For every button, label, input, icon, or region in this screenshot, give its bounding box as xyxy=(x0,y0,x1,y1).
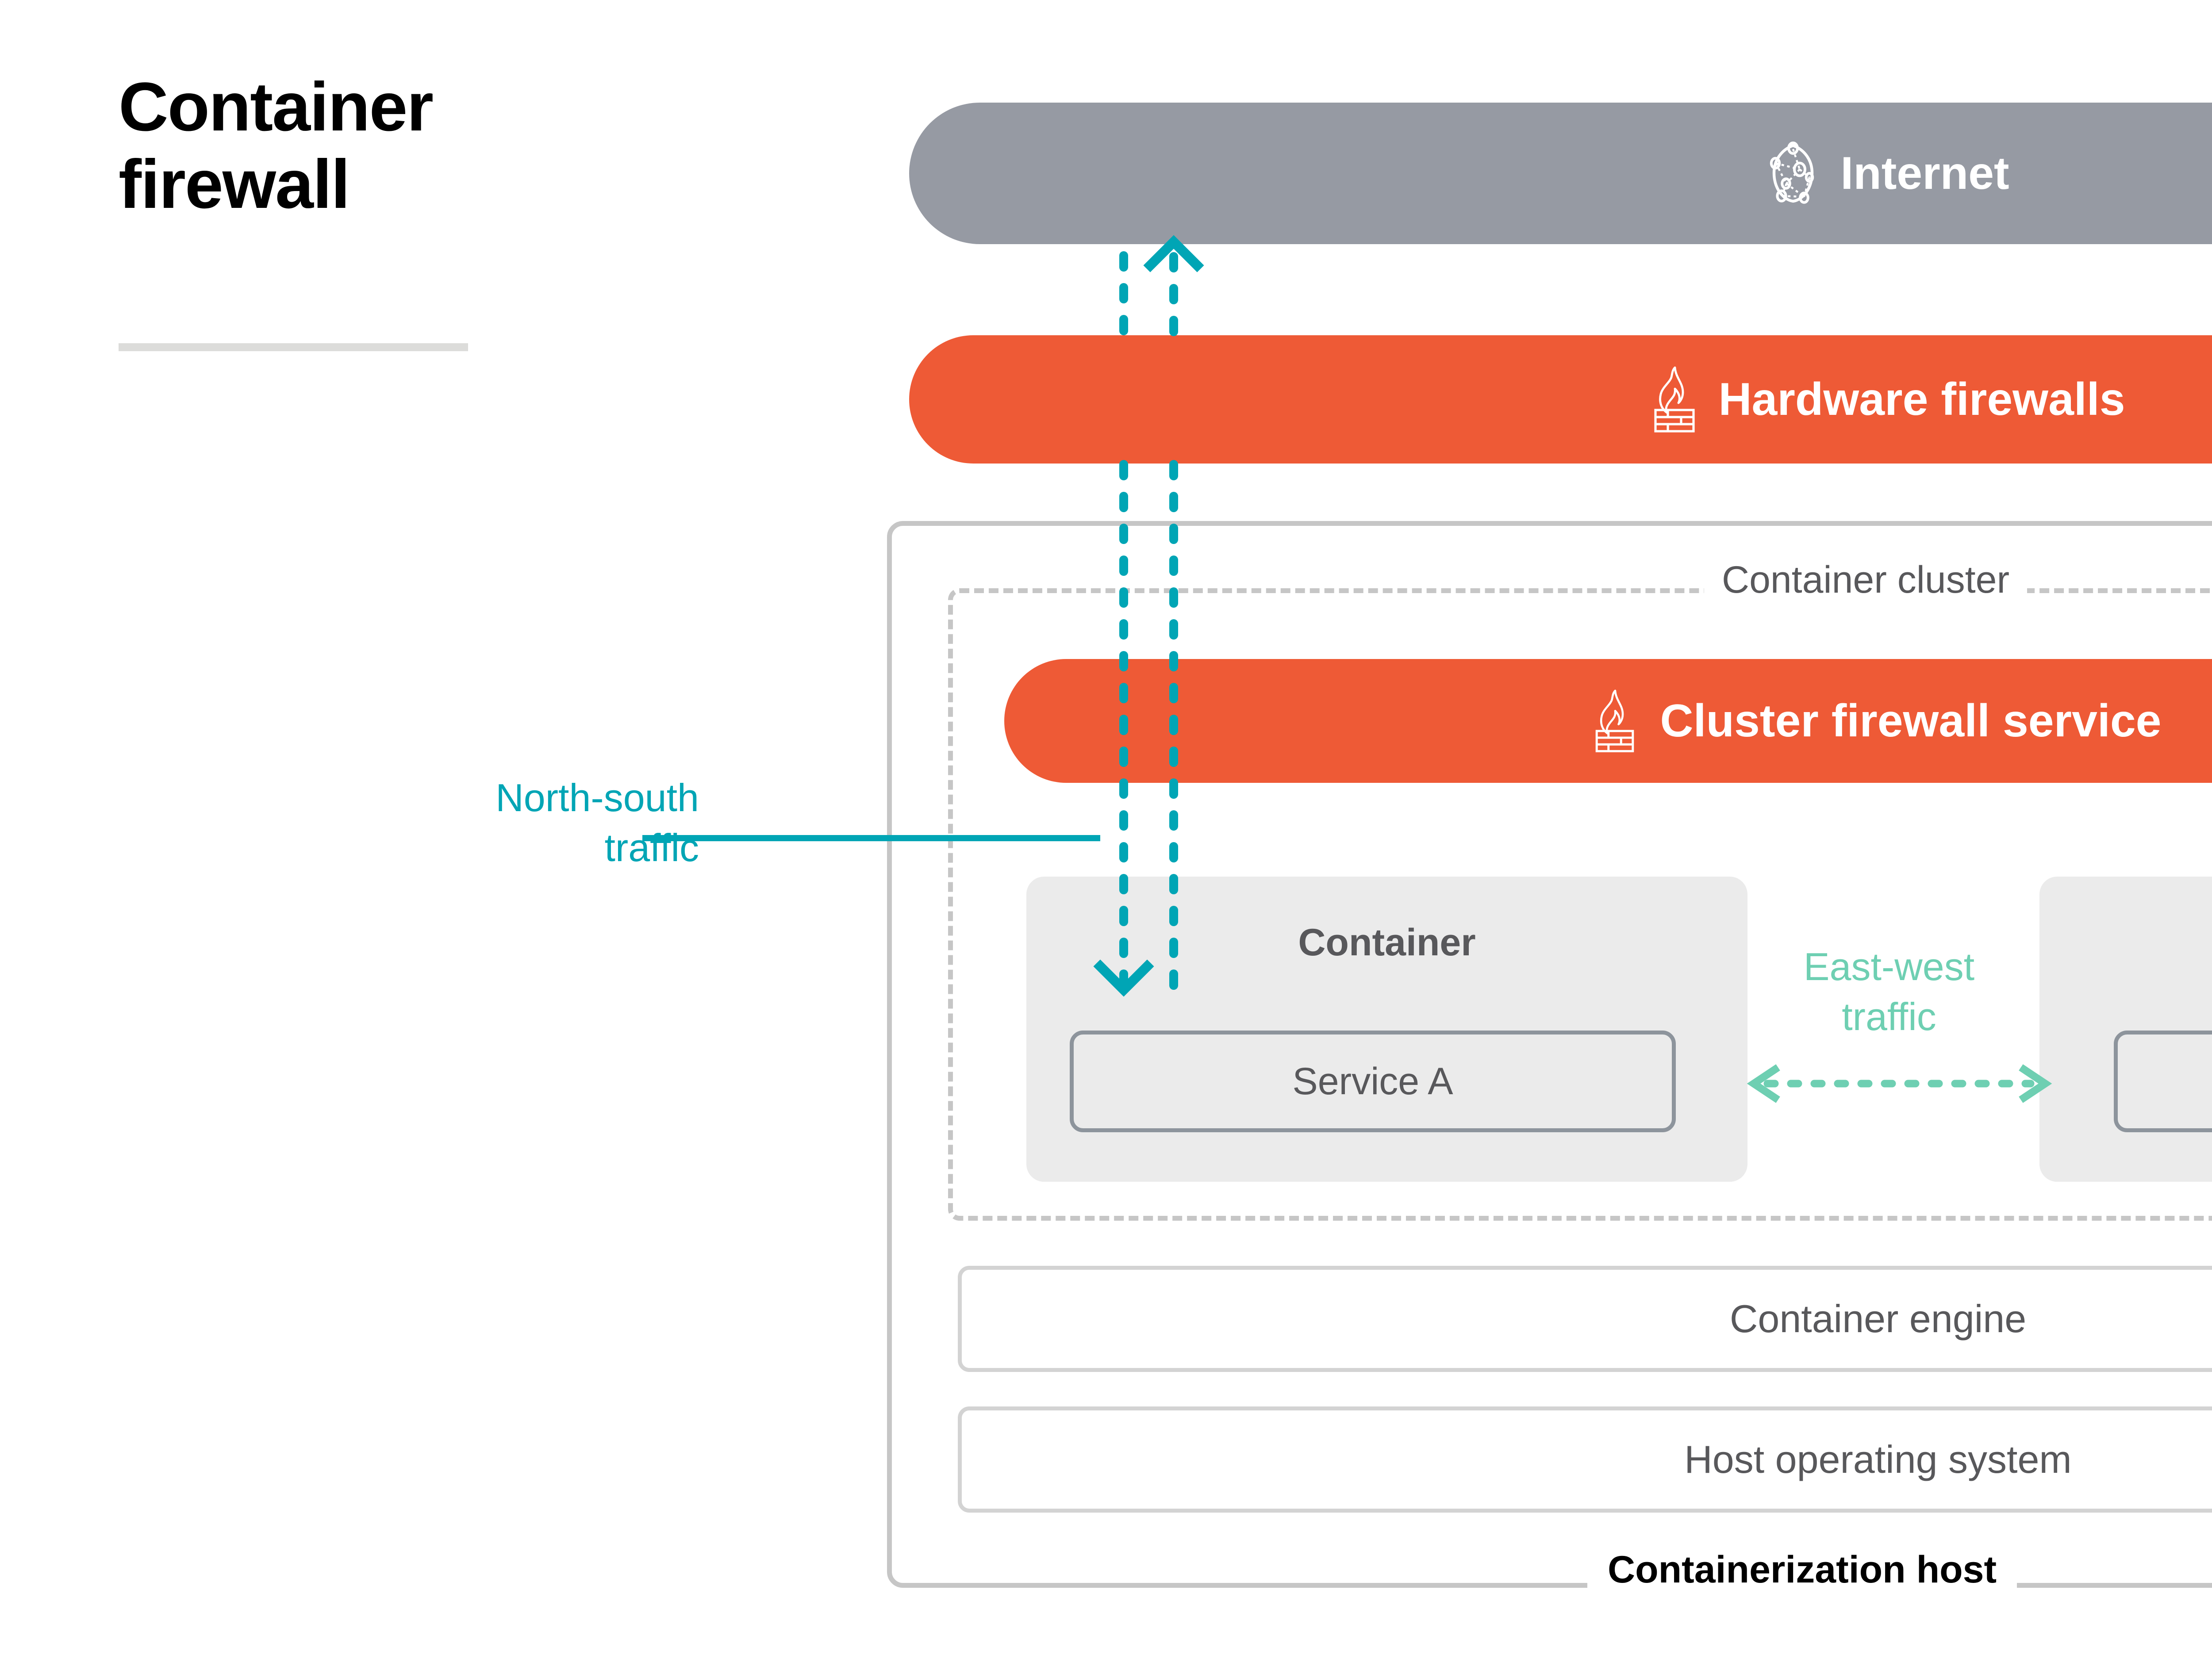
container-title: Container xyxy=(1298,921,1476,964)
east-west-traffic-label: East-west traffic xyxy=(1770,942,2008,1042)
container-card: Container Service A xyxy=(1026,877,1747,1182)
north-south-traffic-line2: traffic xyxy=(604,825,699,870)
service-box: Service B xyxy=(2114,1031,2212,1132)
network-globe-icon xyxy=(1764,141,1822,206)
container-cluster-label: Container cluster xyxy=(1704,558,2028,602)
firewall-flame-icon xyxy=(1648,366,1701,433)
east-west-traffic-line1: East-west xyxy=(1803,945,1975,989)
title-divider xyxy=(119,343,468,351)
service-label: Service A xyxy=(1292,1060,1453,1103)
north-south-traffic-line1: North-south xyxy=(495,776,699,820)
container-title: Container xyxy=(2039,921,2212,965)
page-title-line2: firewall xyxy=(119,146,350,223)
hardware-firewalls-bar: Hardware firewalls xyxy=(909,335,2212,464)
service-box: Service A xyxy=(1070,1031,1676,1132)
internet-label: Internet xyxy=(1840,147,2009,199)
containerization-host-box xyxy=(887,521,2212,1588)
container-card: Container Service B xyxy=(2039,877,2212,1182)
east-west-traffic-line2: traffic xyxy=(1842,994,1936,1038)
cluster-firewall-service-bar: Cluster firewall service xyxy=(1004,659,2212,783)
internet-bar: Internet xyxy=(909,103,2212,244)
page-title: Container firewall xyxy=(119,69,738,223)
hardware-firewalls-label: Hardware firewalls xyxy=(1718,373,2125,425)
north-south-connector-line xyxy=(642,835,1100,841)
container-engine-label: Container engine xyxy=(1729,1297,2027,1341)
container-cluster-box xyxy=(948,588,2212,1221)
host-operating-system-label: Host operating system xyxy=(1684,1437,2072,1481)
cluster-firewall-service-label: Cluster firewall service xyxy=(1660,695,2162,747)
containerization-host-label: Containerization host xyxy=(1587,1548,2017,1592)
north-south-traffic-label: North-south traffic xyxy=(425,773,699,873)
container-engine-box: Container engine xyxy=(958,1266,2212,1372)
page-title-line1: Container xyxy=(119,69,434,146)
firewall-flame-icon xyxy=(1590,689,1640,753)
host-operating-system-box: Host operating system xyxy=(958,1406,2212,1513)
